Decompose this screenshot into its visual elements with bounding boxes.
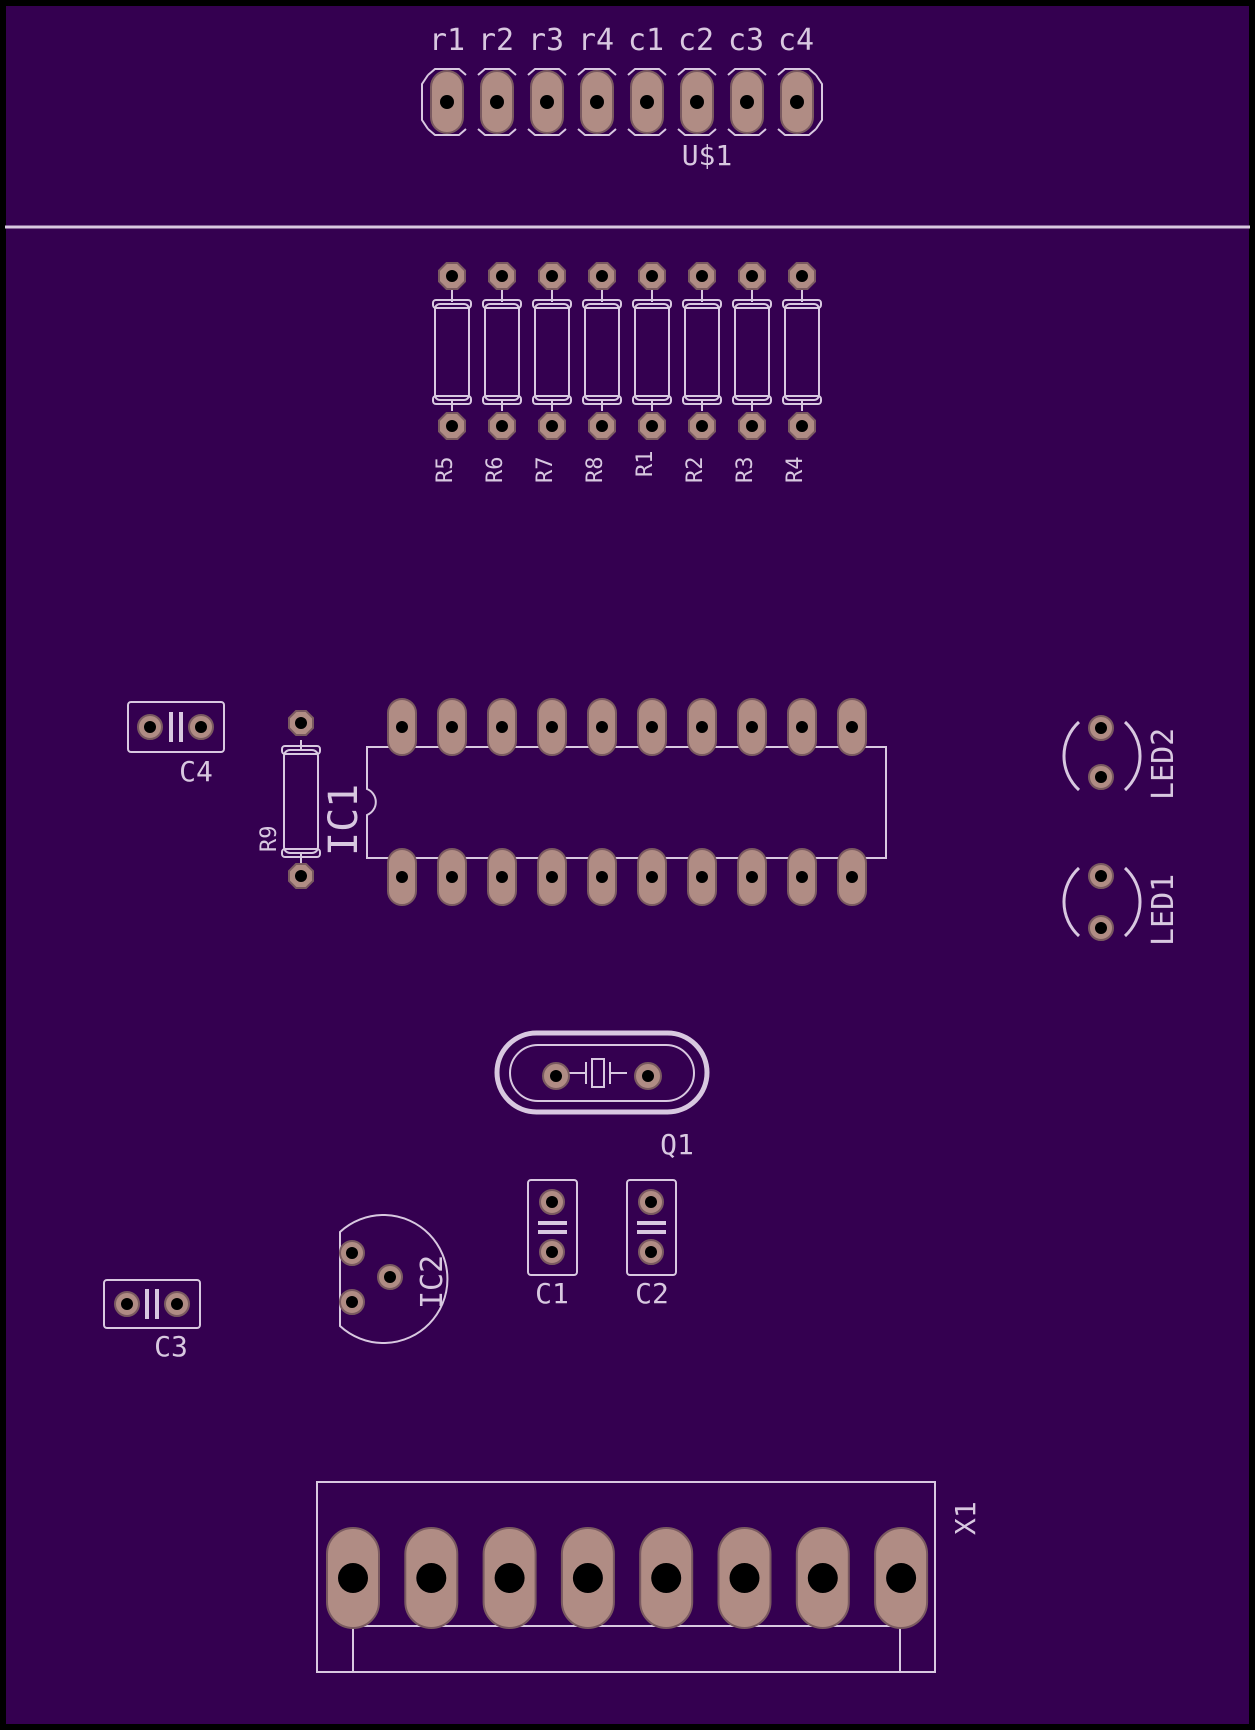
capacitor-label-c2: C2: [635, 1277, 669, 1310]
resistor-body: [532, 262, 572, 440]
capacitor-c1-pads: [539, 1189, 565, 1265]
resistor-body: [482, 262, 522, 440]
ic2-label: IC2: [415, 1255, 450, 1309]
header-pin-label-r2: r2: [478, 23, 514, 58]
header-pin-label-c1: c1: [628, 23, 664, 58]
header-pin-label-c3: c3: [728, 23, 764, 58]
resistor-label-r5: R5: [433, 457, 458, 484]
resistor-label-r9: R9: [257, 826, 282, 853]
header-connector-u1[interactable]: [421, 68, 823, 136]
capacitor-c2[interactable]: [626, 1179, 677, 1276]
board-outline: [4, 4, 1251, 1726]
ic2-pins: [339, 1240, 403, 1315]
resistor-body: [682, 262, 722, 440]
resistor-body: [582, 262, 622, 440]
resistor-body: [632, 262, 672, 440]
header-refdes: U$1: [682, 139, 733, 172]
terminal-x1-pins: [326, 1527, 929, 1629]
header-pin-label-c4: c4: [778, 23, 814, 58]
capacitor-c2-pads: [638, 1189, 664, 1265]
capacitor-label-c3: C3: [154, 1330, 188, 1363]
ic1-pins: [387, 698, 867, 906]
led1-pads: [1088, 863, 1114, 941]
resistor-label-r8: R8: [583, 457, 608, 484]
resistor-body: [732, 262, 772, 440]
capacitor-label-c1: C1: [535, 1277, 569, 1310]
terminal-block-x1[interactable]: [316, 1481, 936, 1673]
resistor-array: [432, 262, 822, 440]
resistor-label-r7: R7: [533, 457, 558, 484]
resistor-label-r6: R6: [483, 457, 508, 484]
terminal-label-x1: X1: [949, 1501, 982, 1535]
led2-pads: [1088, 715, 1114, 790]
crystal-q1-pads: [542, 1062, 662, 1090]
capacitor-c3[interactable]: [103, 1279, 201, 1329]
capacitor-c4-pads: [137, 714, 214, 740]
resistor-label-r4: R4: [783, 457, 808, 484]
capacitor-c1[interactable]: [527, 1179, 578, 1276]
led2[interactable]: [1062, 720, 1142, 792]
header-pin-label-r3: r3: [528, 23, 564, 58]
ic2-to92-package[interactable]: [339, 1214, 449, 1344]
led-label-led1: LED1: [1146, 874, 1181, 946]
header-pin-label-c2: c2: [678, 23, 714, 58]
ic1-label: IC1: [321, 784, 367, 856]
resistor-label-r2: R2: [683, 457, 708, 484]
resistor-body: [782, 262, 822, 440]
header-outline: [421, 68, 823, 136]
ic1-dip-package[interactable]: [366, 746, 887, 859]
resistor-r9[interactable]: [281, 740, 321, 863]
resistor-r9-pads: [288, 710, 314, 889]
capacitor-label-c4: C4: [179, 755, 213, 788]
led1[interactable]: [1062, 866, 1142, 938]
crystal-label-q1: Q1: [660, 1128, 694, 1161]
capacitor-c4[interactable]: [127, 701, 225, 753]
header-pin-label-r1: r1: [429, 23, 465, 58]
resistor-body: [432, 262, 472, 440]
capacitor-c3-pads: [114, 1291, 190, 1317]
resistor-label-r1: R1: [633, 451, 658, 478]
led-label-led2: LED2: [1146, 728, 1181, 800]
resistor-label-r3: R3: [733, 457, 758, 484]
crystal-q1[interactable]: [494, 1030, 710, 1115]
header-pin-label-r4: r4: [578, 23, 614, 58]
